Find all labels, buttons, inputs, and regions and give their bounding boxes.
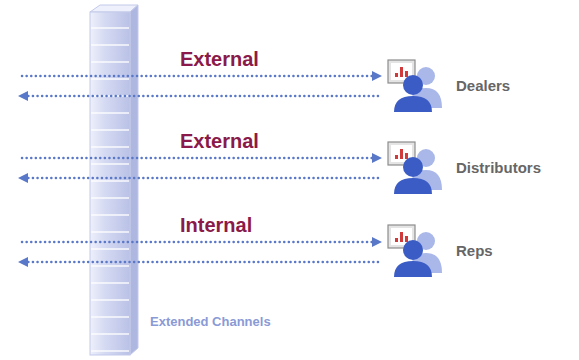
column-stripe bbox=[91, 197, 129, 199]
outbound-arrow bbox=[22, 241, 380, 244]
column-stripe bbox=[91, 316, 129, 318]
inbound-arrow bbox=[20, 177, 378, 180]
channel-name: Reps bbox=[456, 242, 493, 259]
user-group: Distributors bbox=[386, 140, 541, 194]
column-stripe bbox=[91, 129, 129, 131]
user-icon bbox=[386, 223, 442, 277]
channel-name: Distributors bbox=[456, 159, 541, 176]
column-stripe bbox=[91, 146, 129, 148]
column-stripe bbox=[91, 282, 129, 284]
server-column bbox=[90, 5, 138, 355]
column-stripe bbox=[91, 112, 129, 114]
column-stripe bbox=[91, 214, 129, 216]
column-stripe bbox=[91, 163, 129, 165]
column-stripe bbox=[91, 61, 129, 63]
column-stripe bbox=[91, 248, 129, 250]
column-stripe bbox=[91, 44, 129, 46]
flow-type: Internal bbox=[180, 214, 252, 237]
column-stripe bbox=[91, 299, 129, 301]
user-group: Reps bbox=[386, 223, 493, 277]
column-stripe bbox=[91, 350, 129, 352]
outbound-arrow bbox=[22, 157, 380, 160]
caption-note: Extended Channels bbox=[150, 314, 271, 329]
flow-type: External bbox=[180, 130, 259, 153]
inbound-arrow bbox=[20, 261, 378, 264]
user-icon bbox=[386, 58, 442, 112]
column-stripe bbox=[91, 27, 129, 29]
column-stripe bbox=[91, 180, 129, 182]
column-stripe bbox=[91, 78, 129, 80]
flow-arrows bbox=[20, 76, 380, 262]
column-stripe bbox=[91, 231, 129, 233]
column-stripe bbox=[91, 265, 129, 267]
user-icon bbox=[386, 140, 442, 194]
channel-name: Dealers bbox=[456, 77, 510, 94]
column-stripe bbox=[91, 333, 129, 335]
inbound-arrow bbox=[20, 95, 378, 98]
flow-type: External bbox=[180, 48, 259, 71]
outbound-arrow bbox=[22, 75, 380, 78]
user-group: Dealers bbox=[386, 58, 510, 112]
